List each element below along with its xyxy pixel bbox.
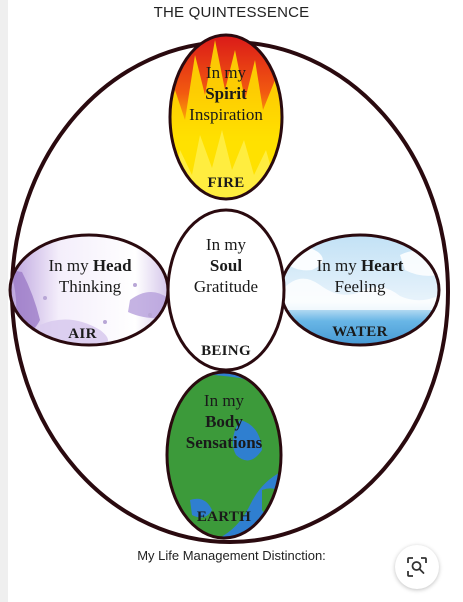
left-margin: [0, 0, 8, 602]
soul-quality: Gratitude: [193, 277, 259, 296]
water-keyword: Heart: [360, 256, 404, 275]
air-prefix: In my: [48, 256, 89, 275]
water-prefix: In my: [316, 256, 357, 275]
earth-prefix: In my: [203, 391, 245, 410]
soul-oval: [166, 208, 286, 372]
fire-name: FIRE: [207, 175, 245, 191]
soul-keyword: Soul: [209, 256, 243, 275]
air-label: In my Head Thinking: [15, 255, 165, 297]
soul-name: BEING: [201, 343, 251, 359]
visual-search-icon: [407, 557, 427, 577]
fire-label: In my Spirit Inspiration: [170, 62, 282, 125]
fire-quality: Inspiration: [189, 105, 263, 124]
earth-keyword: Body: [205, 412, 243, 431]
air-name: AIR: [68, 326, 97, 342]
earth-oval: [167, 372, 281, 538]
earth-label: In my Body Sensations: [168, 390, 280, 453]
earth-name: EARTH: [196, 509, 252, 525]
diagram-title: THE QUINTESSENCE: [153, 4, 310, 21]
fire-prefix: In my: [205, 63, 247, 82]
soul-prefix: In my: [205, 235, 247, 254]
earth-quality: Sensations: [185, 433, 263, 452]
water-oval: [281, 235, 439, 345]
air-quality: Thinking: [58, 277, 122, 296]
fire-oval: [170, 35, 282, 199]
air-oval: [10, 235, 168, 345]
water-label: In my Heart Feeling: [285, 255, 435, 297]
diagram-caption: My Life Management Distinction:: [137, 548, 326, 563]
soul-label: In my Soul Gratitude: [170, 234, 282, 297]
water-name: WATER: [332, 324, 388, 340]
visual-search-button[interactable]: [395, 545, 439, 589]
air-keyword: Head: [92, 256, 132, 275]
fire-keyword: Spirit: [205, 84, 247, 103]
water-quality: Feeling: [334, 277, 386, 296]
